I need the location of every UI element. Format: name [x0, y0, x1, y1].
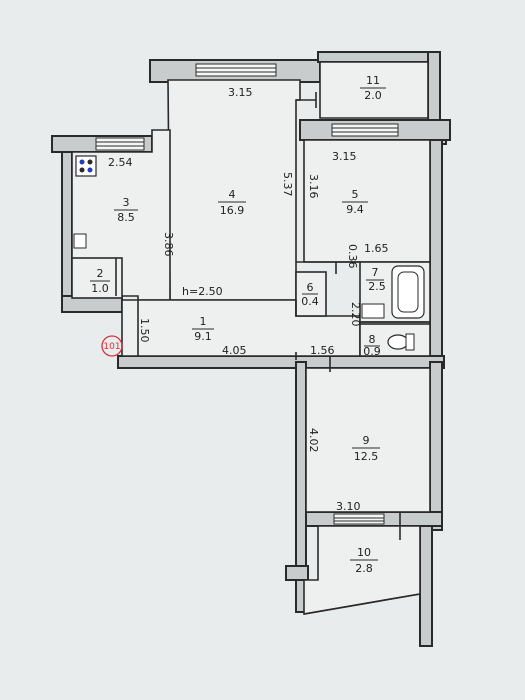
dim-4-05: 4.05 [222, 344, 247, 357]
fixtures [73, 155, 425, 351]
dim-3-86: 3.86 [162, 232, 175, 257]
room-7-number: 7 [372, 266, 379, 279]
room-11-area: 2.0 [364, 89, 382, 102]
dimension-labels: 2.54 3.15 3.15 3.86 5.37 3.16 0.36 1.65 … [108, 86, 389, 513]
windows [95, 63, 399, 525]
room-2-area: 1.0 [91, 282, 109, 295]
window-room5 [331, 123, 399, 137]
room-11-number: 11 [366, 74, 380, 87]
bathtub-icon [391, 265, 425, 319]
window-room4 [195, 63, 277, 77]
room-3-number: 3 [123, 196, 130, 209]
stove-icon [75, 155, 97, 177]
dim-1-56: 1.56 [310, 344, 335, 357]
room-9-number: 9 [363, 434, 370, 447]
room-10-area: 2.8 [355, 562, 373, 575]
room-6-number: 6 [307, 281, 314, 294]
room-9-area: 12.5 [354, 450, 379, 463]
sink-icon [73, 233, 87, 249]
room-labels: 1 9.1 2 1.0 3 8.5 4 16.9 5 9.4 6 0.4 7 2… [90, 74, 386, 575]
dim-1-50: 1.50 [138, 318, 151, 343]
room-2-number: 2 [97, 267, 104, 280]
dim-5-37: 5.37 [281, 172, 294, 197]
toilet-icon [387, 334, 409, 350]
ceiling-height-label: h=2.50 [182, 285, 223, 298]
room-7-area: 2.5 [368, 280, 386, 293]
room-1-number: 1 [200, 315, 207, 328]
dim-3-15-mid: 3.15 [332, 150, 357, 163]
dim-3-16: 3.16 [307, 174, 320, 199]
stamp-101: 101 [101, 335, 123, 357]
room-3-area: 8.5 [117, 211, 135, 224]
room-4-number: 4 [229, 188, 236, 201]
room-8-area: 0.9 [363, 345, 381, 358]
room-5-number: 5 [352, 188, 359, 201]
dim-1-65: 1.65 [364, 242, 389, 255]
room-8-number: 8 [369, 333, 376, 346]
room-10-number: 10 [357, 546, 371, 559]
window-kitchen [95, 137, 145, 151]
window-room9 [333, 513, 385, 525]
dim-2-20: 2.20 [349, 302, 362, 327]
dim-4-02: 4.02 [307, 428, 320, 453]
partitions [115, 92, 430, 615]
washbasin-icon [361, 303, 385, 319]
room-5-area: 9.4 [346, 203, 364, 216]
dim-2-54: 2.54 [108, 156, 133, 169]
stamp-number: 101 [103, 342, 120, 352]
dim-3-10: 3.10 [336, 500, 361, 513]
dim-3-15-top: 3.15 [228, 86, 253, 99]
dim-0-36: 0.36 [346, 244, 359, 269]
room-6-area: 0.4 [301, 295, 319, 308]
room-4-area: 16.9 [220, 204, 245, 217]
room-1-area: 9.1 [194, 330, 212, 343]
